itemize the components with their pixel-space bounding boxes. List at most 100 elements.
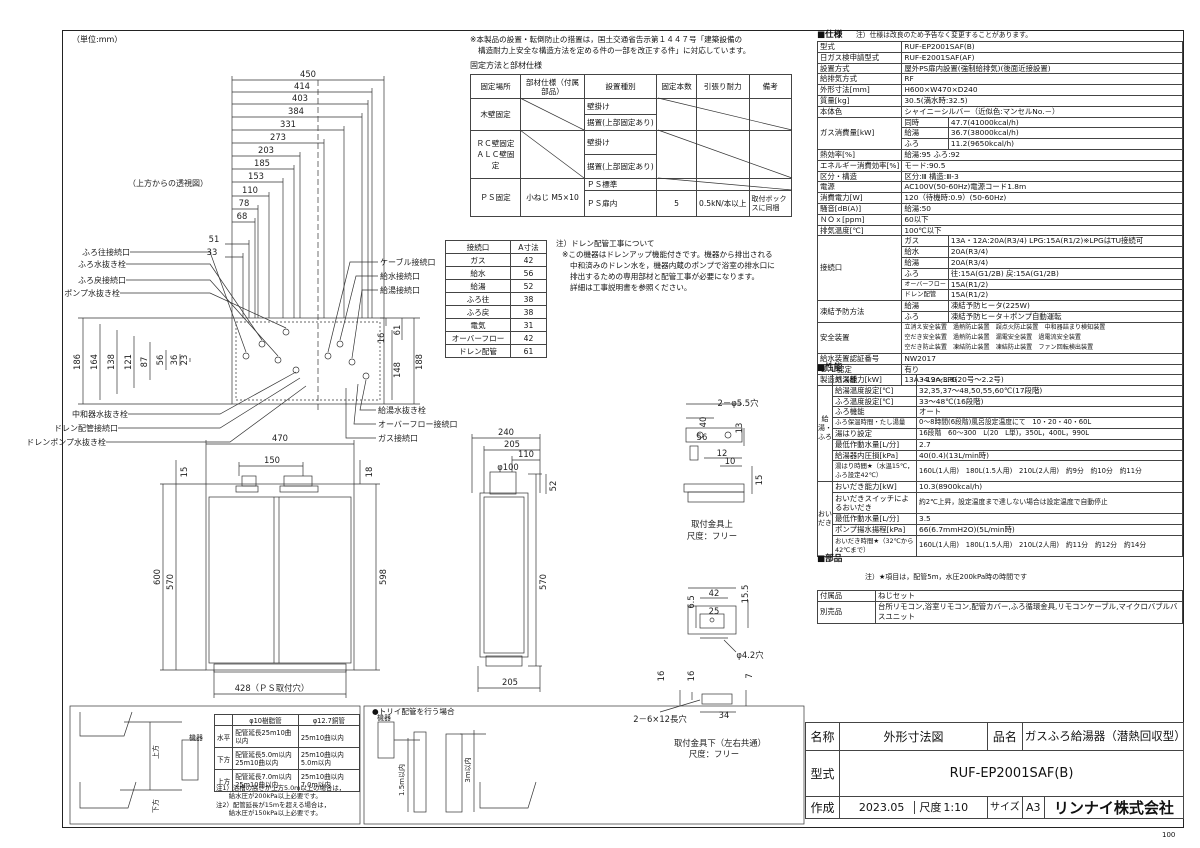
- dim-vertical: 188: [414, 354, 424, 370]
- parts-table: 付属品ねじセット 別売品台所リモコン,浴室リモコン,配管カバー,ふろ循環金具,リ…: [817, 590, 1183, 624]
- right-label: 給湯接続口: [380, 285, 420, 295]
- dim-front: 598: [378, 569, 388, 585]
- bracket-dim: 56: [697, 432, 708, 442]
- title-model: RUF-EP2001SAF(B): [839, 750, 1184, 797]
- dim-front: 570: [165, 574, 175, 590]
- title-made-label: 作成: [805, 796, 840, 819]
- bracket-dim: 25: [709, 606, 720, 616]
- bracket-dim: 34: [719, 710, 730, 720]
- drain-note-line: ※この機器はドレンアップ機能付きです。機器から排出される: [562, 250, 773, 259]
- parts-key: 別売品: [817, 600, 876, 624]
- fix-cell: 取付ボックスに同梱: [748, 190, 792, 217]
- left-label: ポンプ水抜き栓: [64, 288, 120, 298]
- spec-value: 13A・12A:20A(R3/4) LPG:15A(R1/2)※LPGはTU接続…: [947, 235, 1184, 248]
- front-view: [160, 440, 380, 698]
- dim-vertical: 61: [392, 325, 402, 336]
- bracket-dim: 16: [686, 671, 696, 682]
- dim-top: 450: [300, 69, 316, 79]
- fix-cell: 小ねじ M5×10: [520, 178, 585, 217]
- drain-note-line: 詳細は工事説明書を参照ください。: [570, 283, 692, 292]
- perf-note: 注）★項目は，配管5m，水圧200kPa時の時間です: [865, 573, 1028, 581]
- bracket-dim: 12: [717, 448, 728, 458]
- bracket-dim: 6.5: [686, 595, 696, 608]
- left-label: ふろ往接続口: [82, 247, 130, 257]
- trap-title: ●トリイ配管を行う場合: [372, 707, 455, 716]
- dim-vertical: 164: [89, 354, 99, 370]
- fix-cell: 5: [656, 190, 697, 217]
- drain-note: 注）ドレン配管工事について ※この機器はドレンアップ機能付きです。機器から排出さ…: [556, 238, 775, 293]
- left-label: ドレン配管接続口: [54, 423, 118, 433]
- bracket-dim: 42: [709, 588, 720, 598]
- title-scale-label: 尺度: [914, 800, 942, 814]
- pipe-cell: 上方: [213, 769, 234, 792]
- fix-cell: ＰＳ固定: [470, 178, 521, 217]
- bracket-bottom: [659, 587, 749, 713]
- spec-value: 36.7(38000kcal/h): [947, 127, 1184, 140]
- dim-top: 78: [239, 198, 250, 208]
- dim-front: 15: [179, 467, 189, 478]
- spec-key: エネルギー消費効率[%]: [816, 159, 903, 172]
- spec-value: 給湯:50: [901, 202, 1183, 215]
- spec-key: 騒音[dB(A)]: [816, 202, 903, 215]
- perf-value: 約2℃上昇，設定温度まで達しない場合は設定温度で自動停止: [916, 492, 1183, 515]
- title-date: 2023.05: [858, 800, 905, 814]
- spec-key: 安全装置: [816, 321, 903, 354]
- bracket-dim: 15.5: [740, 585, 750, 604]
- side-view: [471, 434, 547, 692]
- page-number: 100: [1162, 831, 1176, 839]
- spec-value: 100℃以下: [901, 224, 1183, 237]
- spec-title: ■仕様: [817, 30, 843, 40]
- dim-front: 150: [264, 455, 280, 465]
- bracket-dim: 15: [754, 475, 764, 486]
- drain-note-line: 注）ドレン配管工事について: [556, 239, 655, 248]
- perf-key: おいだき時間★（32℃から42℃まで）: [832, 534, 917, 557]
- dim-top: 110: [242, 185, 258, 195]
- dim-top: 273: [270, 132, 286, 142]
- spec-value: 区分:Ⅲ 構造:Ⅲ-3: [901, 170, 1183, 183]
- pipe-note: 給水圧が150kPa以上必要です。: [216, 809, 322, 818]
- install-label: 3m以内: [463, 757, 472, 782]
- bracket-dim: 2－6×12長穴: [633, 714, 687, 724]
- dim-vertical: 36: [169, 355, 179, 366]
- right-label: オーバーフロー接続口: [378, 419, 457, 429]
- bracket-dim: 16: [656, 671, 666, 682]
- fix-header: 備考: [748, 74, 792, 99]
- fix-header: 固定場所: [470, 74, 521, 99]
- parts-title: ■部品: [817, 554, 843, 564]
- drain-note-line: 中和済みのドレン水を，機器内蔵のポンプで浴室の排水口に: [570, 261, 775, 270]
- fix-cell: ＰＳ扉内: [584, 190, 657, 217]
- dim-front: 428（ＰＳ取付穴）: [235, 683, 310, 693]
- dim-vertical: 56: [155, 355, 165, 366]
- company-name: リンナイ株式会社: [1043, 796, 1185, 819]
- dim-front: 470: [272, 433, 288, 443]
- bracket-label: 取付金具下（左右共通）: [674, 738, 766, 748]
- spec-note: 注）仕様は改良のため予告なく変更することがあります。: [856, 31, 1033, 39]
- parts-value: 台所リモコン,浴室リモコン,配管カバー,ふろ循環金具,リモコンケーブル,マイクロ…: [875, 600, 1183, 624]
- drain-note-line: 排出するための専用部材と配管工事が必要になります。: [570, 272, 760, 281]
- spec-key: 熱効率[%]: [816, 148, 903, 161]
- dim-vertical: 16: [376, 333, 386, 344]
- left-label: ふろ戻接続口: [78, 275, 126, 285]
- title-scale: 1:10: [943, 800, 969, 814]
- dim-side: 110: [518, 449, 534, 459]
- dim-top: 403: [292, 93, 308, 103]
- fix-table-title: 固定方法と部材仕様: [470, 61, 542, 70]
- pipe-note: 給水圧が200kPa以上必要です。: [216, 792, 322, 801]
- dim-top: 153: [248, 171, 264, 181]
- safety-lines: 立消え安全装置 過熱防止装置 誤点火防止装置 中和器詰まり検知装置 空だき安全装…: [901, 321, 1183, 354]
- notice-line: 構造耐力上安全な構造方法を定める件の一部を改正する件」に対応しています。: [478, 46, 751, 55]
- safety-line: 立消え安全装置 過熱防止装置 誤点火防止装置 中和器詰まり検知装置: [904, 323, 1106, 331]
- title-name-label: 名称: [805, 722, 840, 751]
- pipe-note: 注1）浴槽の高さが上方5.0m以上の場合は，: [216, 784, 346, 792]
- safety-line: 空だき防止装置 凍結防止装置 凍結防止装置 ファン回転検出装置: [904, 343, 1094, 351]
- dim-top: 414: [294, 81, 310, 91]
- bracket-dim: 13: [734, 423, 744, 434]
- dim-side: 570: [538, 574, 548, 590]
- safety-line: 空だき安全装置 過熱防止装置 漏電安全装置 過電流安全装置: [904, 333, 1082, 341]
- right-label: 給湯水抜き栓: [378, 405, 426, 415]
- bracket-dim: 7: [744, 673, 754, 678]
- unit-label: （単位:mm）: [72, 35, 123, 44]
